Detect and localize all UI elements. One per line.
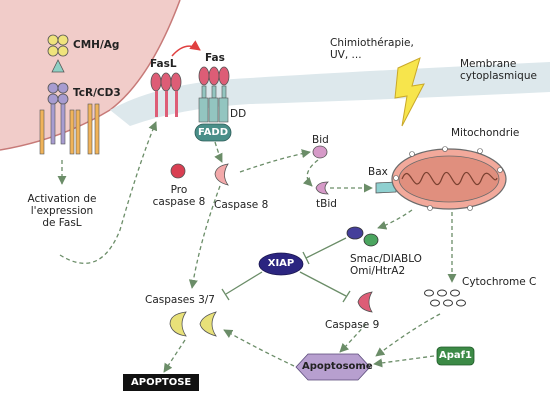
tcr-cd3-label: TcR/CD3 <box>73 87 121 99</box>
cytochrome-label: Cytochrome C <box>462 276 537 288</box>
apaf1-box <box>436 346 475 366</box>
lightning-icon <box>394 57 425 127</box>
smac-line2: Omi/HtrA2 <box>350 265 406 277</box>
arrow-caspase37-to-apoptose <box>163 339 186 373</box>
inhibit-xiap-caspase9 <box>299 271 347 297</box>
fadd-label: FADD <box>197 127 229 138</box>
arrow-activation-to-fasl <box>59 121 158 264</box>
arrow-apaf1-to-apoptosome <box>373 355 435 368</box>
tbid-shape <box>315 181 329 195</box>
inhibit-xiap-caspase37 <box>225 271 263 295</box>
bax-shape <box>375 181 397 194</box>
xiap-label: XIAP <box>267 258 295 269</box>
fadd-pill <box>194 123 232 142</box>
fasl-label: FasL <box>150 58 177 70</box>
caspase8-label: Caspase 8 <box>214 199 269 211</box>
pro-caspase8-line2: caspase 8 <box>152 196 206 208</box>
arrow-bid-to-tbid <box>302 159 319 187</box>
chimio-line2: UV, ... <box>330 49 362 61</box>
activation-line2: l'expression <box>30 205 94 217</box>
caspase7-shape <box>199 311 217 337</box>
tbid-label: tBid <box>316 198 337 210</box>
caspase3-shape <box>169 311 187 337</box>
cytoplasmic-membrane <box>110 62 550 126</box>
caspases37-label: Caspases 3/7 <box>145 294 215 306</box>
bid-shape <box>312 145 328 159</box>
activation-label: Activation de l'expression de FasL <box>14 193 110 229</box>
cmh-ag-label: CMH/Ag <box>73 39 120 51</box>
activation-line1: Activation de <box>27 193 97 205</box>
fasl-receptor <box>150 72 182 117</box>
apoptose-label: APOPTOSE <box>123 374 200 391</box>
fas-receptor <box>198 66 230 123</box>
caspase9-shape <box>357 291 373 313</box>
arrow-mito-to-smac <box>377 209 413 230</box>
smac-shape <box>346 226 364 240</box>
caspase9-label: Caspase 9 <box>325 319 380 331</box>
pro-caspase8-label: Pro caspase 8 <box>144 184 214 208</box>
membrane-line2: cytoplasmique <box>460 70 537 82</box>
pathway-arrows <box>57 121 457 373</box>
antigen-presenting-cell <box>0 0 180 150</box>
omi-shape <box>363 233 379 247</box>
xiap-ellipse <box>258 252 304 276</box>
apaf1-label: Apaf1 <box>439 350 472 361</box>
smac-line1: Smac/DIABLO <box>350 253 422 265</box>
inhibition-lines <box>221 237 351 303</box>
arrow-cytochrome-to-apoptosome <box>375 313 441 357</box>
pro-caspase8-line1: Pro <box>170 184 188 196</box>
caspase8-shape <box>214 163 229 186</box>
arrow-fadd-to-caspase8 <box>214 141 223 163</box>
chimio-line1: Chimiothérapie, <box>330 37 414 49</box>
apoptosome-label: Apoptosome <box>302 361 373 372</box>
inhibit-smac-xiap <box>305 237 347 259</box>
fasl-to-fas-arrow <box>171 40 201 57</box>
cmh-ag-complex <box>47 34 69 73</box>
dd-label: DD <box>230 108 247 120</box>
activation-line3: de FasL <box>42 217 82 229</box>
fas-label: Fas <box>205 52 225 64</box>
membrane-label: Membrane cytoplasmique <box>460 58 537 82</box>
chimio-label: Chimiothérapie, UV, ... <box>330 37 414 61</box>
smac-label: Smac/DIABLO Omi/HtrA2 <box>350 253 422 277</box>
cytochrome-c-icon <box>424 289 466 307</box>
membrane-line1: Membrane <box>460 58 517 70</box>
cell-edge <box>0 0 181 151</box>
arrow-apoptosome-to-caspase37 <box>223 329 295 367</box>
bax-label: Bax <box>368 166 388 178</box>
mitochondrion-icon <box>391 146 507 211</box>
arrow-caspase8-to-bid <box>239 149 311 173</box>
arrow-caspase9-to-apoptosome <box>339 323 367 353</box>
pro-caspase8-shape <box>170 163 186 179</box>
bid-label: Bid <box>312 134 329 146</box>
tcr-cd3-complex <box>39 82 100 155</box>
apoptosome-shape <box>295 353 371 381</box>
mitochondrie-label: Mitochondrie <box>451 127 520 139</box>
